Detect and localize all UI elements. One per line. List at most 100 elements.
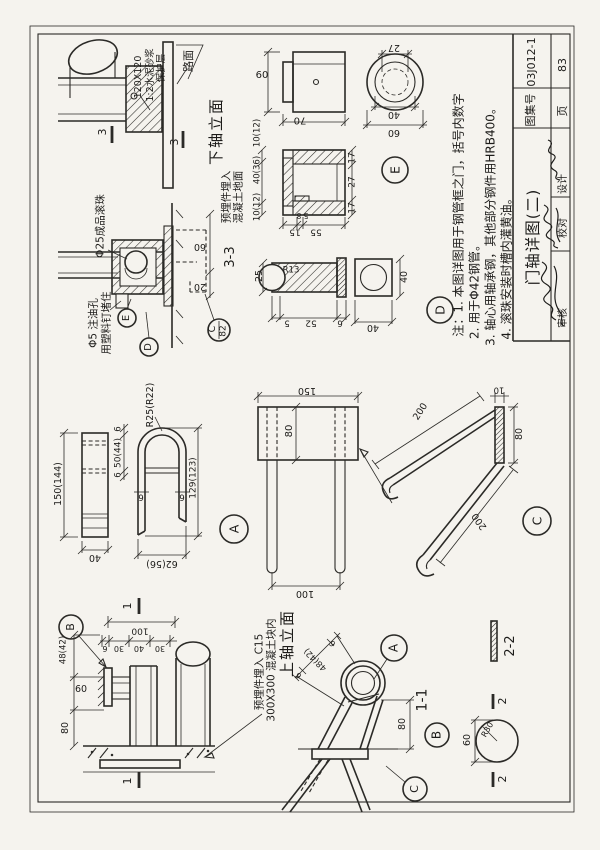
v4-view-title: 上轴立面 [278,608,297,678]
title-block-lines [512,34,570,342]
bubble-a-label: A [226,524,242,534]
a-dim-5044: 50(44) [113,438,124,468]
e-sec-dim-1012a: 10(12) [252,118,263,148]
b1-dim-60: 60 [74,684,88,696]
detail-d-views [258,254,454,327]
tb-role-review: 审核 [557,308,569,328]
v2-oilhole-label-2: 用塑料钉堵住 [100,291,113,355]
v2-embed-label-2: 混凝土地面 [232,170,245,224]
detail-b-views [424,620,519,787]
detail-a-views [59,416,249,560]
tb-role-design: 设计 [557,174,569,194]
b1-dim-30b: 30 [154,644,166,654]
a-dim-6256: 62(56) [146,557,178,569]
signature-design [547,139,561,181]
v1-section-mark-3b: 3 [168,138,182,146]
e-dim-70: 70 [293,114,307,126]
v2-ball-label: Φ25成品滚珠 [94,194,107,258]
e-sec-dim-4036: 40(36) [252,155,263,185]
a-leg-dim-6a: 6 [138,491,144,502]
b-section-mark-2top: 2 [496,697,510,705]
s22-title: 2-2 [503,635,519,657]
v1-note-mortar: 1:2水泥砂浆 [145,48,157,102]
d-dim-52: 52 [305,317,317,328]
b1-dim-6: 6 [102,644,108,654]
bubble-d-small: D [142,343,154,351]
e-sec-dim-55: 55 [310,226,322,237]
e-sec-dim-17a: 17 [347,152,358,164]
v1-road-label: 路面 [182,50,196,72]
d-sq-dim-40b: 40 [366,321,380,333]
v4-section-mark-1bot: 1 [121,777,135,785]
d-dim-25: 25 [254,269,266,283]
s11-dim-80: 80 [397,717,409,731]
ref-bubble-c82-page: 82 [218,325,229,337]
note-line-4: 4. 滚珠安装时槽内灌黄油。 [499,192,514,340]
bubble-d-label: D [432,305,448,315]
e-dim-60: 60 [255,69,269,81]
tb-role-check: 校对 [557,218,569,238]
e-dim-40: 40 [387,108,401,120]
v1-note-120x120: 120X120 [133,55,145,99]
page-frame [29,25,575,813]
tb-sheet-title: 门轴详图(二) [523,188,542,286]
plate-dim-150: 150 [297,384,317,396]
b1-dim-100: 100 [131,625,149,636]
e-dim-27: 27 [387,41,401,53]
e-sec-dim-8: 8 [296,210,302,220]
e-sec-dim-1012b: 10(12) [252,192,263,222]
bubble-c-ref: C [408,785,422,793]
note-line-3: 3. 轴心用轴承钢，其他部分钢件用HRB400。 [483,102,498,346]
b1-dim-80: 80 [60,721,72,735]
v1-section-mark-3a: 3 [96,128,110,136]
bubble-b-small: B [64,623,78,631]
v4-embed-label-2: 300X300 混凝土块内 [265,618,278,722]
c-dim-10: 10 [493,384,505,395]
bubble-e-small: E [120,314,132,322]
b1-dim-40: 40 [133,644,145,654]
d-dim-6: 6 [337,317,343,328]
tb-page-label: 页 [556,105,570,117]
e-dim-60b: 60 [387,126,401,138]
view-top-pivot-elevation [58,598,263,788]
d-dim-5: 5 [284,317,290,328]
v2-oilhole-label-1: Φ5 注油孔 [87,298,100,348]
detail-c-view [371,391,552,577]
v2-section-title-33: 3-3 [223,246,239,268]
e-sec-dim-27: 27 [347,176,358,188]
bubble-b-label: B [429,730,444,740]
bubble-a-ref: A [386,643,401,653]
view-hinge-section [58,203,231,357]
detail-e-views [257,47,428,230]
b1-dim-30a: 30 [113,644,125,654]
d-dim-r13: R13 [282,265,300,276]
b-section-mark-2bot: 2 [496,775,510,783]
tb-atlas-no: 03J012-1 [525,37,539,87]
e-sec-dim-15: 15 [289,226,301,237]
v4-section-mark-1top: 1 [121,602,135,610]
d-sq-dim-40r: 40 [399,270,411,284]
plate-dim-80: 80 [283,424,295,438]
a-dim-6b: 6 [113,472,124,478]
section-1-1-view [281,631,428,813]
v2-dim-20: 20 [193,280,207,292]
v2-dim-60: 60 [193,240,207,252]
bubble-e-label: E [387,166,403,174]
a-dim-6a: 6 [113,426,124,432]
view-bottom-pivot-elevation [58,39,204,189]
a-dim-r25: R25(R22) [145,382,157,428]
note-line-1: 注：1. 本图详图用于钢管框之门，括号内数字 [451,93,466,337]
e-sec-dim-5: 5 [303,210,309,220]
s11-title: 1-1 [414,688,431,712]
ref-bubble-c82-letter: C [207,325,219,333]
b-dim-60: 60 [462,733,474,747]
a-dim-40: 40 [88,551,102,563]
c-dim-80: 80 [514,427,526,441]
bubble-c-label: C [529,516,545,526]
v1-note-cover: 保护层 [156,53,168,83]
a-dim-150144: 150(144) [53,462,65,506]
v2-embed-label-1: 预埋件埋入 [220,170,233,224]
b1-dim-4842: 48(42) [58,635,69,665]
